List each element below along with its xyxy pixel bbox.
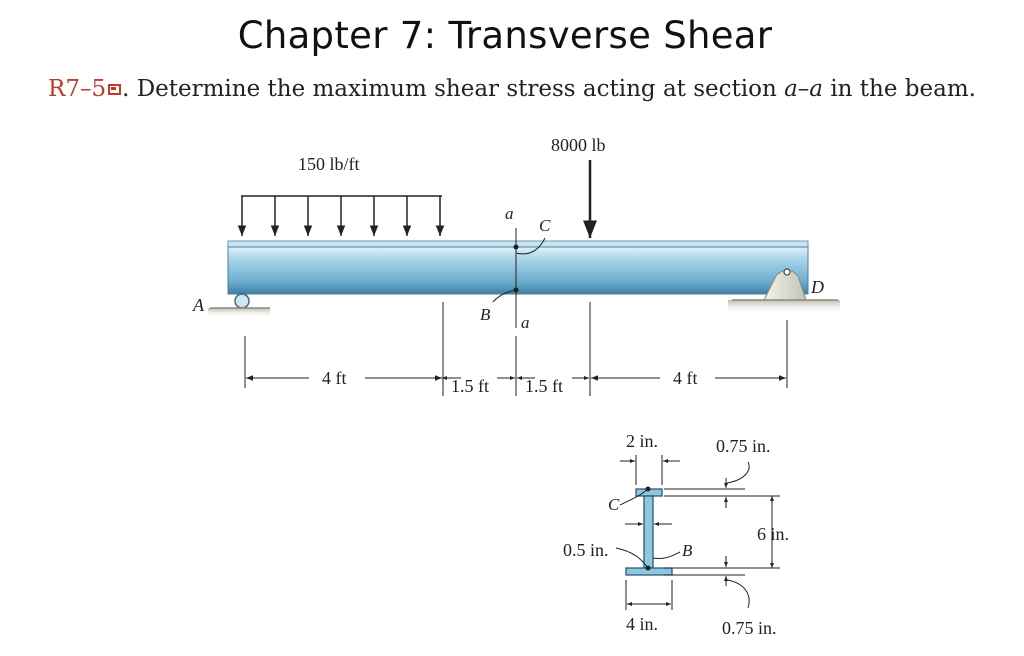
problem-text-after: in the beam. (823, 76, 976, 102)
point-d-label: D (810, 277, 824, 297)
point-c-label: C (539, 216, 551, 235)
distributed-load-label: 150 lb/ft (298, 154, 360, 174)
dim-2-label: 1.5 ft (451, 376, 489, 396)
dimension-lines (244, 302, 788, 396)
page-title: Chapter 7: Transverse Shear (237, 14, 773, 57)
distributed-load (237, 195, 445, 236)
cs-web-height-label: 6 in. (757, 524, 789, 544)
cs-point-b-label: B (682, 541, 693, 560)
problem-section: a–a (784, 76, 824, 102)
cs-bottom-width-label: 4 in. (626, 614, 658, 634)
cs-top-width-label: 2 in. (626, 431, 658, 451)
cs-top-flange-label: 0.75 in. (716, 436, 771, 456)
roller-support-a (208, 293, 270, 318)
beam (227, 240, 809, 295)
point-a-label: A (192, 295, 205, 315)
problem-text-before: . Determine the maximum shear stress act… (122, 76, 785, 102)
problem-number: R7–5 (48, 76, 107, 102)
section-a-a (492, 228, 546, 328)
point-load-label: 8000 lb (551, 135, 606, 155)
cs-point-c-label: C (608, 495, 620, 514)
cs-bottom-flange-label: 0.75 in. (722, 618, 777, 638)
point-b-label: B (480, 305, 491, 324)
dim-1-label: 4 ft (322, 368, 347, 388)
cross-section (625, 486, 673, 576)
section-label-top: a (505, 204, 514, 223)
pin-support-d (728, 268, 840, 314)
cs-web-thk-label: 0.5 in. (563, 540, 609, 560)
dim-3-label: 1.5 ft (525, 376, 563, 396)
problem-statement: R7–5 . Determine the maximum shear stress… (48, 76, 976, 102)
section-label-bottom: a (521, 313, 530, 332)
cross-section-dims (615, 455, 780, 610)
video-icon[interactable] (108, 84, 122, 95)
dim-4-label: 4 ft (673, 368, 698, 388)
